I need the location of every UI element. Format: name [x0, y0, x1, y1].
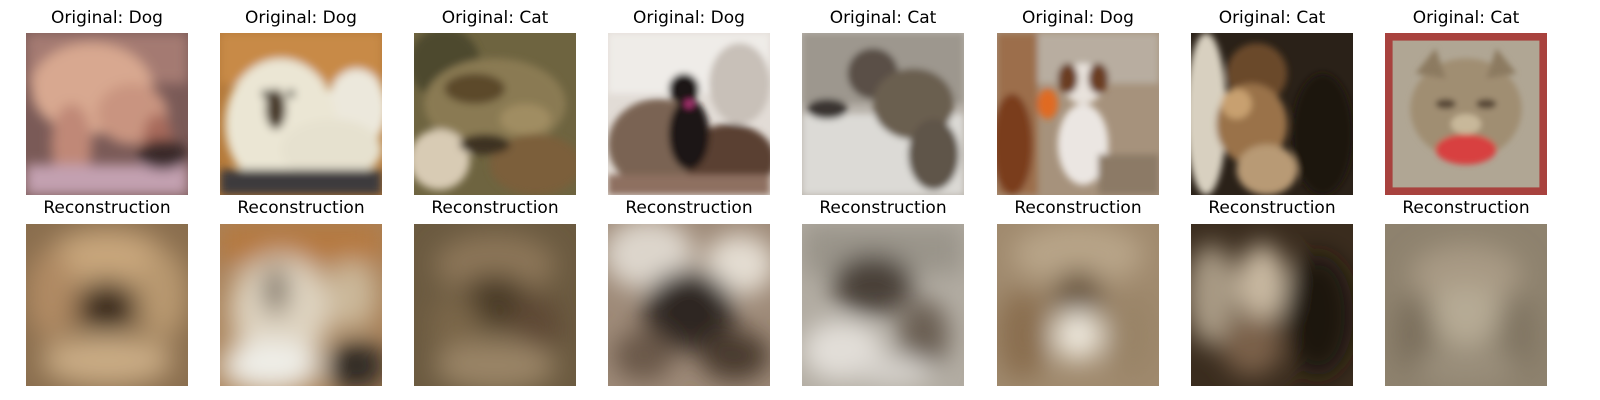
reconstruction-image: [414, 224, 576, 386]
original-title: Original: Dog: [245, 8, 357, 28]
reconstruction-title: Reconstruction: [1208, 198, 1336, 218]
original-title: Original: Cat: [829, 8, 937, 28]
reconstruction-title: Reconstruction: [1014, 198, 1142, 218]
panel-column: Original: Cat Reconstruction: [802, 0, 964, 400]
small-black-dog-icon: [608, 33, 770, 195]
blurry-reconstruction-icon: [414, 224, 576, 386]
original-title: Original: Cat: [441, 8, 549, 28]
sitting-terrier-icon: [997, 33, 1159, 195]
reconstruction-image: [26, 224, 188, 386]
original-image: [26, 33, 188, 195]
blurry-reconstruction-icon: [26, 224, 188, 386]
reconstruction-image: [608, 224, 770, 386]
blurry-reconstruction-icon: [997, 224, 1159, 386]
original-image: [220, 33, 382, 195]
panel-column: Original: Dog Reconstruction: [997, 0, 1159, 400]
reconstruction-title: Reconstruction: [431, 198, 559, 218]
white-fluffy-dog-icon: [220, 33, 382, 195]
reconstruction-image: [997, 224, 1159, 386]
puppy-icon: [26, 33, 188, 195]
original-title: Original: Cat: [1412, 8, 1520, 28]
original-image: [1191, 33, 1353, 195]
blurry-reconstruction-icon: [1385, 224, 1547, 386]
sleeping-tabby-cat-icon: [414, 33, 576, 195]
reconstruction-title: Reconstruction: [819, 198, 947, 218]
original-title: Original: Dog: [1022, 8, 1134, 28]
reconstruction-image: [220, 224, 382, 386]
panel-column: Original: Dog Reconstruction: [220, 0, 382, 400]
blurry-reconstruction-icon: [1191, 224, 1353, 386]
original-title: Original: Cat: [1218, 8, 1326, 28]
blurry-reconstruction-icon: [608, 224, 770, 386]
blurry-reconstruction-icon: [220, 224, 382, 386]
original-image: [997, 33, 1159, 195]
blurry-reconstruction-icon: [802, 224, 964, 386]
reconstruction-title: Reconstruction: [625, 198, 753, 218]
cat-in-dark-icon: [1191, 33, 1353, 195]
reconstruction-title: Reconstruction: [1402, 198, 1530, 218]
reconstruction-image: [1385, 224, 1547, 386]
panel-column: Original: Cat Reconstruction: [1191, 0, 1353, 400]
gray-cat-on-white-icon: [802, 33, 964, 195]
original-image: [1385, 33, 1547, 195]
original-image: [608, 33, 770, 195]
panel-column: Original: Cat Reconstruction: [1385, 0, 1547, 400]
reconstruction-image: [802, 224, 964, 386]
reconstruction-title: Reconstruction: [43, 198, 171, 218]
panel-column: Original: Cat Reconstruction: [414, 0, 576, 400]
panel-column: Original: Dog Reconstruction: [26, 0, 188, 400]
original-title: Original: Dog: [633, 8, 745, 28]
panel-column: Original: Dog Reconstruction: [608, 0, 770, 400]
framed-cat-icon: [1385, 33, 1547, 195]
reconstruction-title: Reconstruction: [237, 198, 365, 218]
reconstruction-image: [1191, 224, 1353, 386]
original-image: [802, 33, 964, 195]
original-image: [414, 33, 576, 195]
original-title: Original: Dog: [51, 8, 163, 28]
